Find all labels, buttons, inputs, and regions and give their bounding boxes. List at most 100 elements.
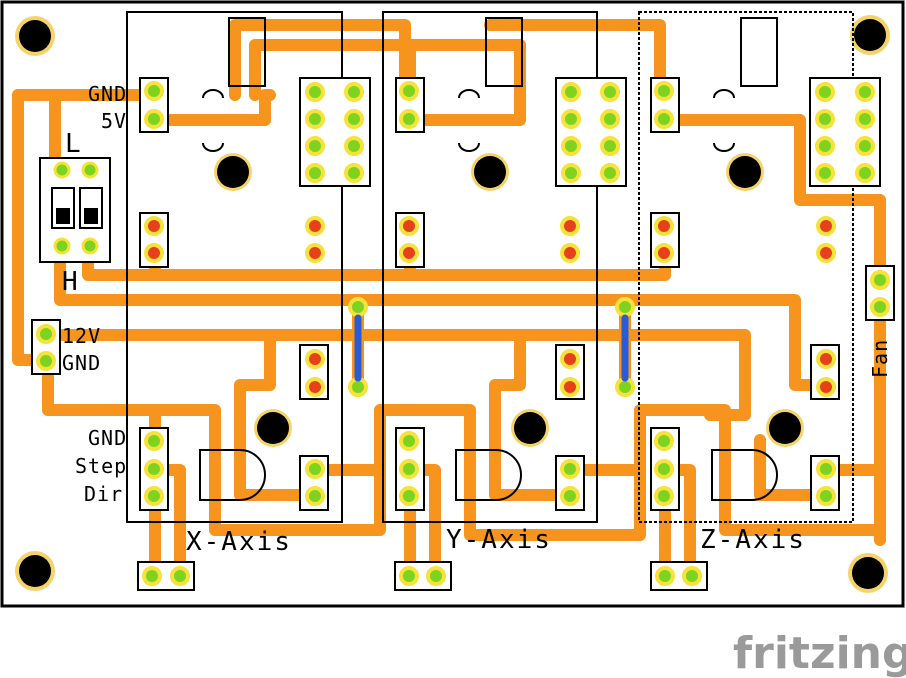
label-gnd-power: GND: [62, 351, 101, 375]
pad-green: [855, 82, 875, 102]
pad-green: [561, 163, 581, 183]
pad-green: [399, 566, 419, 586]
pad-green: [870, 297, 890, 317]
label-5v: 5V: [101, 109, 127, 133]
pad-green: [305, 459, 325, 479]
pad-green: [36, 351, 56, 371]
pad-green: [344, 82, 364, 102]
driver-z-pot: [740, 17, 778, 87]
pad-green: [305, 109, 325, 129]
pad-green: [654, 431, 674, 451]
pad-green: [144, 431, 164, 451]
pad-green: [305, 163, 325, 183]
pad-green: [600, 163, 620, 183]
pad-green: [348, 297, 368, 317]
pad-green: [561, 109, 581, 129]
driver-outlines: [126, 11, 854, 523]
mounting-holes: [15, 15, 890, 593]
pad-green: [344, 136, 364, 156]
pad-red: [654, 243, 674, 263]
driver-z-outline: [638, 11, 854, 523]
pad-green: [399, 81, 419, 101]
pad-green: [144, 81, 164, 101]
fritzing-logo: fritzing: [733, 628, 906, 678]
pad-green: [600, 136, 620, 156]
pad-green: [815, 136, 835, 156]
pad-red: [399, 216, 419, 236]
label-x-axis: X-Axis: [186, 527, 292, 557]
pad-green: [870, 270, 890, 290]
pad-green: [815, 163, 835, 183]
label-step-x: Step: [75, 454, 127, 478]
driver-y-hole: [474, 156, 506, 188]
label-y-axis: Y-Axis: [446, 525, 552, 555]
pad-green: [654, 459, 674, 479]
pad-green: [816, 459, 836, 479]
driver-y-outline: [382, 11, 598, 523]
pad-red: [560, 377, 580, 397]
label-jumper-h: H: [62, 267, 80, 297]
pad-green: [855, 163, 875, 183]
pad-green: [399, 109, 419, 129]
pad-red: [560, 349, 580, 369]
pad-red: [144, 216, 164, 236]
pad-green: [399, 431, 419, 451]
pad-red: [816, 349, 836, 369]
label-dir-x: Dir: [84, 482, 123, 506]
pad-green: [815, 82, 835, 102]
pad-green: [815, 109, 835, 129]
capacitor-outlines: [199, 449, 779, 501]
pad-red: [816, 216, 836, 236]
pad-red: [560, 216, 580, 236]
jumper-wires: [354, 314, 629, 382]
pad-red: [816, 377, 836, 397]
pad-green: [399, 486, 419, 506]
pad-green: [682, 566, 702, 586]
pad-green: [654, 109, 674, 129]
pad-red: [816, 243, 836, 263]
label-gnd-x: GND: [88, 426, 127, 450]
pad-green: [144, 486, 164, 506]
pad-green: [399, 459, 419, 479]
label-z-axis: Z-Axis: [700, 525, 806, 555]
pad-green: [305, 82, 325, 102]
pad-green: [305, 136, 325, 156]
capacitor-y-hole: [514, 412, 546, 444]
driver-x-hole: [217, 156, 249, 188]
pad-red: [305, 216, 325, 236]
pad-green: [560, 459, 580, 479]
pad-green: [305, 486, 325, 506]
label-12v: 12V: [62, 324, 101, 348]
pad-green: [170, 566, 190, 586]
pad-green: [654, 486, 674, 506]
pad-green: [654, 81, 674, 101]
pad-red: [654, 216, 674, 236]
pad-green: [144, 459, 164, 479]
driver-z-hole: [729, 156, 761, 188]
pad-green: [426, 566, 446, 586]
pad-green: [144, 109, 164, 129]
pad-green: [561, 136, 581, 156]
pad-green: [560, 486, 580, 506]
pad-red: [305, 243, 325, 263]
pad-green: [344, 163, 364, 183]
pad-green: [816, 486, 836, 506]
pads: [36, 81, 890, 586]
label-jumper-l: L: [65, 129, 83, 159]
pad-green: [561, 82, 581, 102]
pad-green: [855, 136, 875, 156]
pad-green: [142, 566, 162, 586]
label-fan: Fan: [868, 339, 892, 378]
pad-green: [855, 109, 875, 129]
capacitor-z-hole: [769, 412, 801, 444]
rotation-arrows: [202, 89, 735, 152]
driver-x-pot: [228, 17, 266, 87]
pad-green: [615, 297, 635, 317]
pad-red: [560, 243, 580, 263]
label-gnd-top: GND: [88, 82, 127, 106]
driver-y-pot: [485, 17, 523, 87]
jumper-switch: [39, 157, 111, 263]
pad-red: [144, 243, 164, 263]
